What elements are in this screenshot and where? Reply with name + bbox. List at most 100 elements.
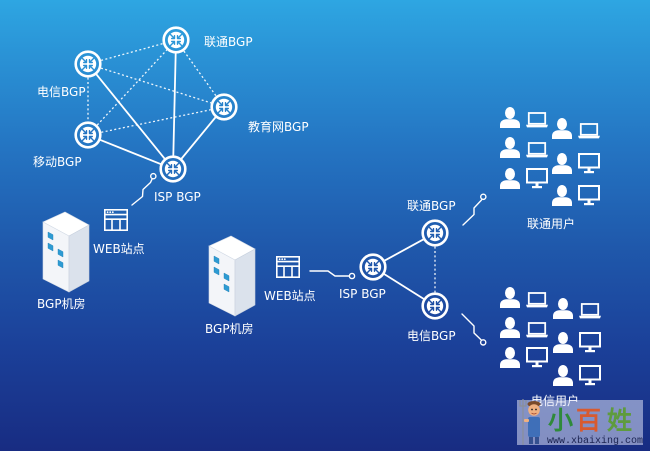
mesh-links bbox=[383, 238, 436, 300]
user-member bbox=[552, 185, 600, 207]
link-mobile-unicom bbox=[96, 49, 168, 126]
laptop-icon bbox=[578, 303, 602, 320]
person-icon bbox=[553, 298, 573, 319]
router-icon bbox=[421, 292, 449, 320]
node-label-unicom: 联通BGP bbox=[407, 199, 456, 213]
distribution-mesh: ISP BGP 联通BGP 电信BGP bbox=[339, 193, 487, 346]
link-unicom-isp bbox=[172, 52, 177, 157]
monitor-icon bbox=[526, 347, 548, 369]
router-node-education bbox=[210, 93, 238, 121]
link-isp-unicom bbox=[384, 238, 424, 262]
building-icon bbox=[42, 211, 90, 293]
user-member bbox=[500, 287, 549, 309]
router-node-telecom bbox=[74, 50, 102, 78]
person-icon bbox=[552, 118, 572, 139]
node-label-unicom: 联通BGP bbox=[204, 35, 253, 49]
laptop-icon bbox=[525, 322, 549, 339]
user-member bbox=[500, 347, 548, 369]
user-group-unicom: 联通用户 bbox=[500, 107, 601, 231]
user-member bbox=[500, 137, 549, 159]
router-icon bbox=[159, 155, 187, 183]
connector-endpoint bbox=[149, 172, 157, 180]
router-node-isp bbox=[159, 155, 187, 183]
node-label-education: 教育网BGP bbox=[248, 119, 309, 134]
person-icon bbox=[500, 137, 520, 158]
link-mobile-isp bbox=[99, 139, 162, 165]
link-unicom-education bbox=[183, 50, 217, 97]
node-label-telecom: 电信BGP bbox=[407, 329, 456, 343]
web-site-label: WEB站点 bbox=[93, 242, 145, 256]
router-icon bbox=[74, 121, 102, 149]
webpage-icon bbox=[104, 209, 128, 231]
person-icon bbox=[500, 107, 520, 128]
watermark-char: 小 bbox=[548, 406, 573, 435]
connector-line bbox=[462, 199, 483, 226]
link-education-isp bbox=[180, 116, 217, 160]
person-icon bbox=[500, 317, 520, 338]
person-icon bbox=[500, 347, 520, 368]
connector-line bbox=[131, 178, 153, 206]
router-node-mobile bbox=[74, 121, 102, 149]
laptop-icon bbox=[525, 292, 549, 309]
router-icon bbox=[421, 219, 449, 247]
person-icon bbox=[500, 287, 520, 308]
user-member bbox=[553, 332, 601, 354]
node-label-isp: ISP BGP bbox=[154, 190, 201, 204]
link-isp-telecom bbox=[383, 273, 425, 300]
center-site: WEB站点 BGP机房 bbox=[205, 235, 356, 336]
datacenter-label: BGP机房 bbox=[205, 321, 254, 336]
router-node-unicom bbox=[421, 219, 449, 247]
monitor-icon bbox=[579, 365, 601, 387]
user-member bbox=[500, 168, 548, 190]
router-icon bbox=[210, 93, 238, 121]
node-label-telecom: 电信BGP bbox=[37, 85, 86, 99]
connector-endpoint bbox=[479, 339, 487, 346]
router-icon bbox=[162, 26, 190, 54]
webpage-icon bbox=[275, 255, 301, 279]
building-icon bbox=[208, 235, 256, 317]
connector-endpoint bbox=[348, 272, 356, 280]
user-member bbox=[500, 317, 549, 339]
link-mobile-education bbox=[101, 109, 211, 133]
user-group-members bbox=[500, 287, 602, 387]
datacenter-label: BGP机房 bbox=[37, 296, 86, 311]
isp-mesh: 联通BGP 电信BGP 教育网BGP 移动BGP ISP BGP bbox=[33, 26, 309, 204]
watermark-url: www.xbaixing.com bbox=[547, 435, 643, 447]
user-group-members bbox=[500, 107, 601, 207]
laptop-icon bbox=[577, 123, 601, 140]
link-telecom-education bbox=[100, 67, 212, 104]
link-telecom-unicom bbox=[100, 42, 164, 62]
user-member bbox=[552, 118, 601, 140]
user-group-telecom: 电信用户 bbox=[500, 287, 602, 408]
person-icon bbox=[552, 153, 572, 174]
monitor-icon bbox=[578, 185, 600, 207]
laptop-icon bbox=[525, 142, 549, 159]
person-icon bbox=[500, 168, 520, 189]
user-member bbox=[552, 153, 600, 175]
user-member bbox=[553, 365, 601, 387]
mesh-links bbox=[87, 42, 217, 165]
node-label-isp: ISP BGP bbox=[339, 287, 386, 301]
watermark-char: 百 bbox=[576, 406, 601, 435]
watermark: 小 百 姓 www.xbaixing.com bbox=[517, 399, 643, 447]
monitor-icon bbox=[526, 168, 548, 190]
node-label-mobile: 移动BGP bbox=[33, 155, 82, 169]
person-icon bbox=[553, 365, 573, 386]
monitor-icon bbox=[578, 153, 600, 175]
user-member bbox=[553, 298, 602, 320]
link-telecom-isp bbox=[95, 73, 166, 160]
laptop-icon bbox=[525, 112, 549, 129]
connector-line bbox=[461, 313, 482, 341]
left-site: WEB站点 BGP机房 bbox=[37, 172, 157, 311]
router-node-telecom bbox=[421, 292, 449, 320]
farmer-mascot-icon bbox=[519, 399, 541, 445]
router-node-unicom bbox=[162, 26, 190, 54]
user-group-label: 联通用户 bbox=[527, 216, 575, 231]
watermark-char: 姓 bbox=[607, 406, 632, 435]
user-member bbox=[500, 107, 549, 129]
monitor-icon bbox=[579, 332, 601, 354]
router-icon bbox=[359, 253, 387, 281]
web-site-label: WEB站点 bbox=[264, 289, 316, 303]
